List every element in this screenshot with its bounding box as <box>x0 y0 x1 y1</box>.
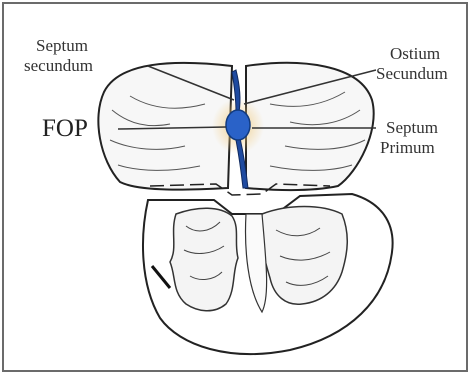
label-ostium-secundum-line1: Ostium <box>390 44 440 64</box>
label-septum-primum-line2: Primum <box>380 138 435 158</box>
label-fop: FOP <box>42 116 88 142</box>
label-septum-secundum-line1: Septum <box>36 36 88 56</box>
label-ostium-secundum-line2: Secundum <box>376 64 448 84</box>
foramen-ovale-patent <box>226 110 250 140</box>
label-septum-primum-line1: Septum <box>386 118 438 138</box>
label-septum-secundum-line2: secundum <box>24 56 93 76</box>
left-ventricle-cavity <box>170 208 238 311</box>
